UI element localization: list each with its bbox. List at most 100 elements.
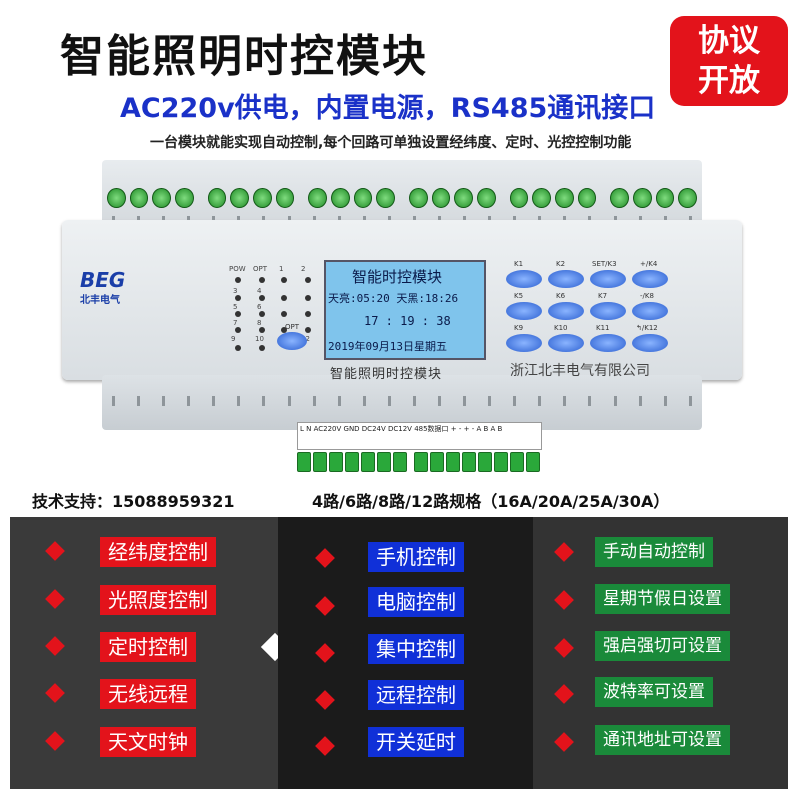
key-enter-k12-button[interactable] [632,334,668,352]
led-light [235,327,241,333]
key-label: K11 [596,324,610,332]
brand-logo-cn: 北丰电气 [80,295,120,306]
diamond-bullet-icon [554,732,574,752]
led-label: 9 [231,335,236,343]
company-name: 浙江北丰电气有限公司 [510,363,650,379]
led-light [305,277,311,283]
key-k10-button[interactable] [548,334,584,352]
led-light [259,311,265,317]
diamond-bullet-icon [45,731,65,751]
key-k9-button[interactable] [506,334,542,352]
led-label: 1 [279,265,284,273]
feature-remote-control: 远程控制 [368,680,464,710]
feature-phone-control: 手机控制 [368,542,464,572]
diamond-bullet-icon [45,589,65,609]
diamond-bullet-icon [315,596,335,616]
led-light [259,345,265,351]
key-plus-k4-button[interactable] [632,270,668,288]
key-label: K5 [514,292,524,300]
key-label: K9 [514,324,524,332]
power-subtitle: AC220v供电，内置电源，RS485通讯接口 [120,93,656,124]
key-k7-button[interactable] [590,302,626,320]
led-light [235,295,241,301]
lcd-sun-times: 天亮:05:20 天黑:18:26 [328,292,459,305]
diamond-bullet-icon [45,636,65,656]
key-label: SET/K3 [592,260,617,268]
key-set-k3-button[interactable] [590,270,626,288]
led-light [259,277,265,283]
feature-astro-clock: 天文时钟 [100,727,196,757]
spec-line: 4路/6路/8路/12路规格（16A/20A/25A/30A） [312,492,670,511]
feature-light-control: 光照度控制 [100,585,216,615]
key-k2-button[interactable] [548,270,584,288]
lcd-clock: 17 : 19 : 38 [364,314,451,328]
bottom-vents [112,396,692,406]
led-label: 3 [233,287,238,295]
led-label: 4 [257,287,262,295]
led-label: 10 [255,335,264,343]
feature-holiday-setting: 星期节假日设置 [595,584,730,614]
key-k5-button[interactable] [506,302,542,320]
led-light [281,295,287,301]
feature-panel-red: 经纬度控制 光照度控制 定时控制 无线远程 天文时钟 [10,517,290,789]
key-label: K2 [556,260,566,268]
diamond-bullet-icon [315,548,335,568]
led-label: 5 [233,303,238,311]
led-light [305,295,311,301]
feature-pc-control: 电脑控制 [368,587,464,617]
led-light [259,295,265,301]
brand-logo: BEG [80,268,126,292]
led-label: 2 [301,265,306,273]
feature-panel-green: 手动自动控制 星期节假日设置 强启强切可设置 波特率可设置 通讯地址可设置 [533,517,788,789]
feature-switch-delay: 开关延时 [368,727,464,757]
comm-terminal-block [414,452,540,478]
lcd-date: 2019年09月13日星期五 [328,340,447,353]
protocol-open-badge: 协议 开放 [670,16,788,106]
key-label: K10 [554,324,568,332]
device-bottom-rail [102,375,702,430]
key-label: K7 [598,292,608,300]
key-minus-k8-button[interactable] [632,302,668,320]
key-k6-button[interactable] [548,302,584,320]
key-label: ↰/K12 [636,324,658,332]
diamond-bullet-icon [45,541,65,561]
led-light [281,311,287,317]
product-title: 智能照明时控模块 [60,31,428,82]
feature-baud-rate: 波特率可设置 [595,677,713,707]
key-label: -/K8 [640,292,654,300]
feature-description: 一台模块就能实现自动控制,每个回路可单独设置经纬度、定时、光控控制功能 [150,135,632,151]
led-label: 8 [257,319,262,327]
led-label: 7 [233,319,238,327]
opt-button-label: OPT [285,323,300,331]
led-indicator-panel: POW OPT 1 2 3 4 5 6 7 8 9 10 11 12 [227,265,327,365]
led-label: OPT [253,265,268,273]
diamond-bullet-icon [315,643,335,663]
feature-manual-auto: 手动自动控制 [595,537,713,567]
diamond-bullet-icon [315,736,335,756]
opt-button[interactable] [277,332,307,350]
feature-latlon-control: 经纬度控制 [100,537,216,567]
key-k1-button[interactable] [506,270,542,288]
led-light [235,311,241,317]
led-light [259,327,265,333]
diamond-bullet-icon [45,683,65,703]
diamond-bullet-icon [315,690,335,710]
lcd-screen: 智能时控模块 天亮:05:20 天黑:18:26 17 : 19 : 38 20… [324,260,486,360]
device-image: BEG 北丰电气 POW OPT 1 2 3 4 5 6 7 8 9 10 11… [62,160,742,472]
feature-central-control: 集中控制 [368,634,464,664]
feature-comm-address: 通讯地址可设置 [595,725,730,755]
led-light [281,277,287,283]
key-label: K1 [514,260,524,268]
diamond-bullet-icon [554,638,574,658]
key-k11-button[interactable] [590,334,626,352]
key-label: +/K4 [640,260,658,268]
led-light [235,277,241,283]
module-caption: 智能照明时控模块 [330,367,443,382]
led-light [235,345,241,351]
diamond-bullet-icon [554,684,574,704]
led-label: 6 [257,303,262,311]
key-label: K6 [556,292,566,300]
led-light [305,327,311,333]
badge-line-1: 协议 [698,23,760,59]
feature-wireless-remote: 无线远程 [100,679,196,709]
